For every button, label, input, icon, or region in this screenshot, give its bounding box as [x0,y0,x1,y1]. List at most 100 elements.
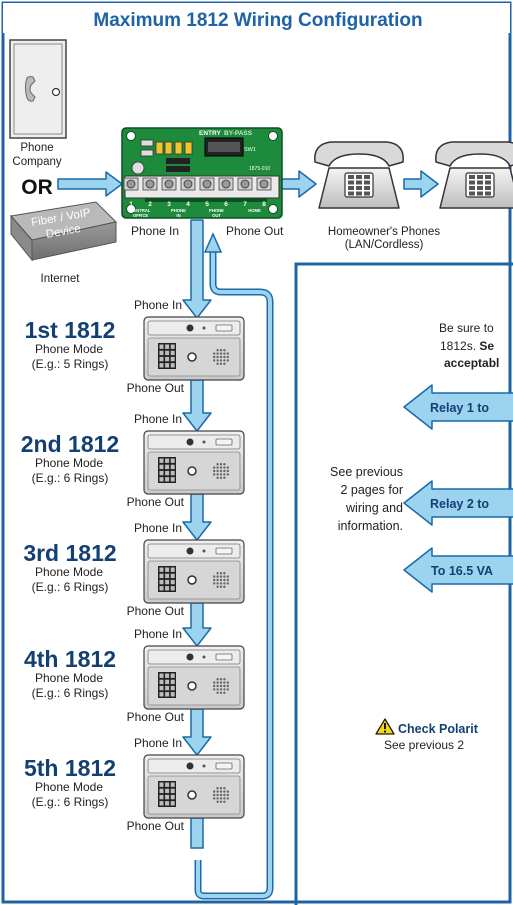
unit-name: 5th 1812 [24,755,116,781]
terminal-screw-icon [126,179,136,189]
unit-rings: (E.g.: 6 Rings) [32,580,109,594]
power-label: To 16.5 VA [431,564,493,578]
terminal-number: 5 [205,201,209,208]
entry-bypass-board [121,127,283,219]
terminal-screw-icon [221,179,231,189]
terminal-group-label: OFFICE [133,213,149,218]
speaker-grille-icon [213,572,229,588]
see-previous-line-2: 2 pages for [340,483,403,497]
see-previous-2-label: See previous 2 [384,738,464,752]
unit-mode: Phone Mode [35,342,103,356]
down-arrow [182,493,212,541]
terminal-group-label: PHONE [209,208,224,213]
title-band [3,3,510,33]
down-arrow [182,219,212,319]
power-arrow [403,547,513,593]
unit-phone-in-label: Phone In [134,521,182,535]
desk-phone-icon [435,141,513,209]
speaker-grille-icon [213,678,229,694]
phone-company-box-icon [9,39,67,139]
call-button-icon [187,466,197,476]
board-part-label: 1875-010 [249,166,270,172]
terminal-number: 4 [186,201,190,208]
terminal-group-label: OUT [212,213,221,218]
note-bold-2: acceptabl [444,356,499,370]
call-button-icon [187,790,197,800]
see-previous-line-1: See previous [330,465,403,479]
board-phone-in-label: Phone In [131,224,179,238]
board-phone-out-label: Phone Out [226,224,284,238]
unit-mode: Phone Mode [35,780,103,794]
unit-phone-out-label: Phone Out [127,819,185,833]
note-bold-1: Se [479,339,494,353]
return-line-inner [196,250,272,898]
unit-phone-in-label: Phone In [134,298,182,312]
unit-phone-in-label: Phone In [134,627,182,641]
keypad-icon [158,672,176,698]
unit-name: 4th 1812 [24,646,116,672]
unit-name: 2nd 1812 [21,431,119,457]
unit-mode: Phone Mode [35,456,103,470]
terminal-screw-icon [259,179,269,189]
speaker-grille-icon [213,463,229,479]
phone-line-chain [182,219,212,849]
relay-1-label: Relay 1 to [430,401,489,415]
unit-rings: (E.g.: 6 Rings) [32,471,109,485]
unit-mode: Phone Mode [35,671,103,685]
see-previous-line-3: wiring and [345,501,403,515]
down-arrow [182,602,212,647]
unit-name: 3rd 1812 [23,540,116,566]
arrow-to-phones [280,170,317,198]
terminal-number: 6 [224,201,228,208]
internet-label: Internet [41,273,81,285]
return-arrowhead [203,232,223,253]
terminal-group-label: HOME [248,208,261,213]
terminal-screw-icon [145,179,155,189]
terminal-group-label: PHONE [171,208,186,213]
page-title: Maximum 1812 Wiring Configuration [93,10,422,31]
note-line-2-text: 1812s. [440,339,479,353]
homeowner-phones-label-1: Homeowner's Phones [328,226,440,238]
check-polarity-label: Check Polarit [398,722,479,736]
terminal-screw-icon [202,179,212,189]
fiber-voip-device-icon [10,201,118,262]
arrow-to-board [57,171,123,197]
terminal-number: 3 [167,201,171,208]
phone-company-label-1: Phone [20,142,53,154]
terminal-number: 2 [148,201,152,208]
desk-phone-icon [314,141,404,209]
final-line-stub [190,817,204,849]
right-panel-frame [294,262,513,905]
terminal-screw-icon [183,179,193,189]
speaker-grille-icon [213,349,229,365]
call-button-icon [187,681,197,691]
relay-1-arrow [403,384,513,430]
unit-rings: (E.g.: 6 Rings) [32,686,109,700]
unit-phone-out-label: Phone Out [127,495,185,509]
terminal-number: 8 [262,201,266,208]
terminal-group-label: IN [176,213,180,218]
unit-name: 1st 1812 [25,317,116,343]
phone-company-label-2: Company [12,156,61,168]
homeowner-phones-label-2: (LAN/Cordless) [345,239,424,251]
relay-2-label: Relay 2 to [430,497,489,511]
warning-icon [375,718,395,735]
keypad-icon [158,343,176,369]
terminal-number: 7 [243,201,247,208]
unit-phone-out-label: Phone Out [127,604,185,618]
note-line-2: 1812s. Se [440,339,494,353]
call-button-icon [187,575,197,585]
board-entry-label: ENTRY [199,130,221,137]
board-switch-label: SW1 [244,147,256,153]
terminal-screw-icon [240,179,250,189]
keypad-icon [158,781,176,807]
unit-rings: (E.g.: 6 Rings) [32,795,109,809]
see-previous-line-4: information. [338,519,403,533]
arrow-between-phones [403,170,439,198]
